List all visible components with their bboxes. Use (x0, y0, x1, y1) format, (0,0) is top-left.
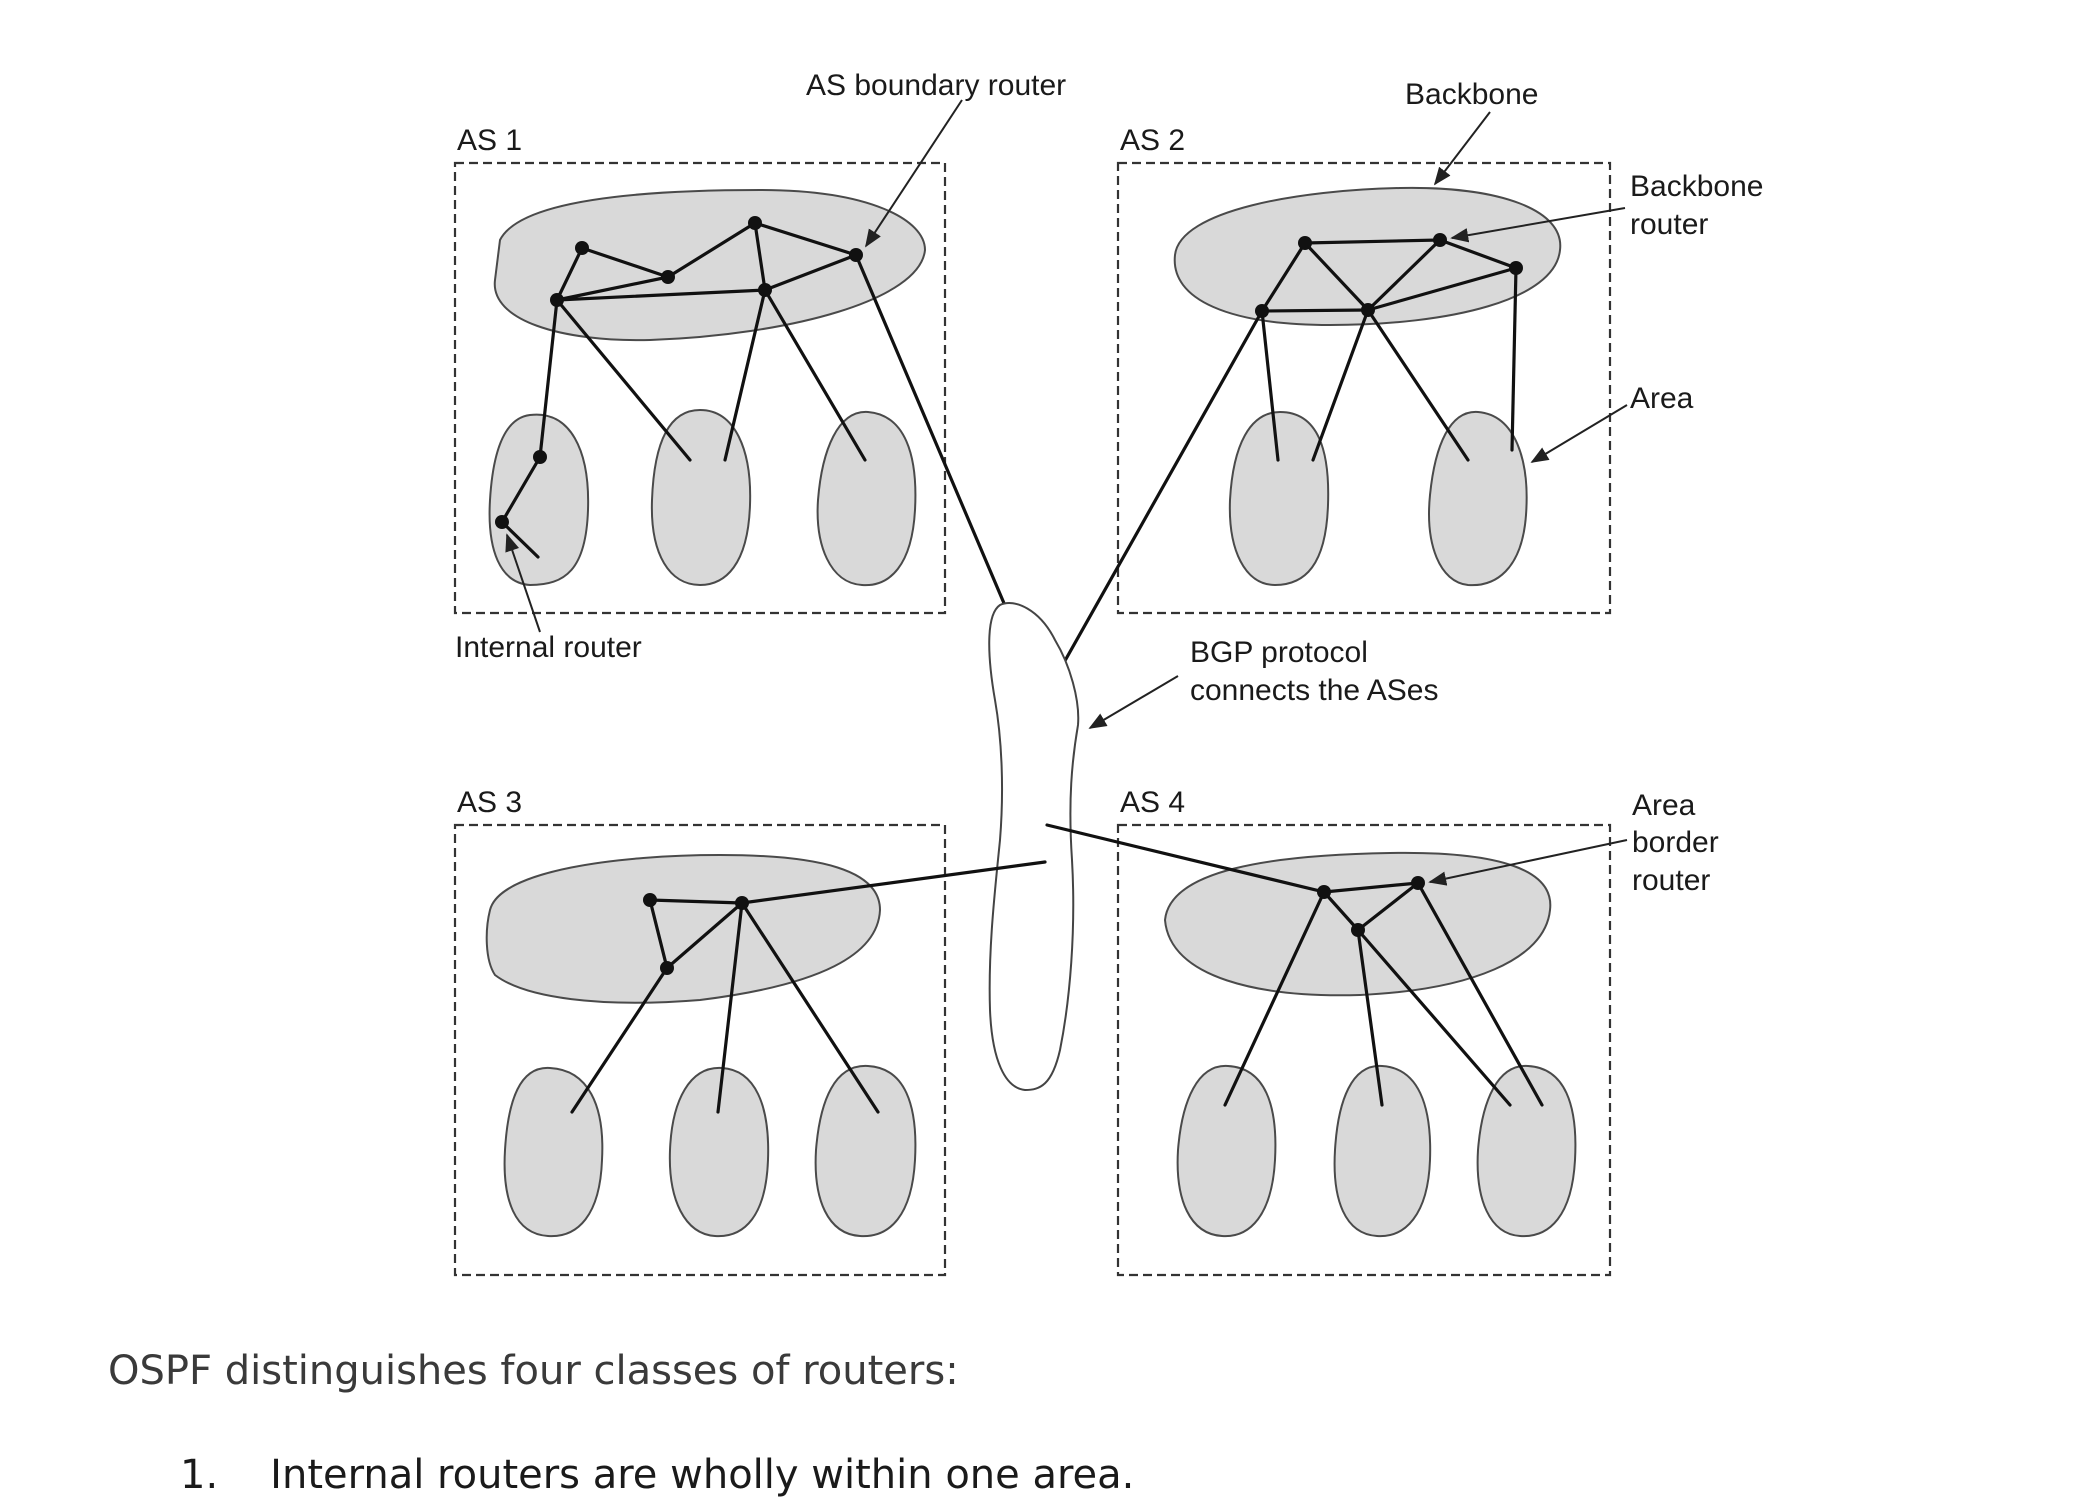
as3-area-1 (503, 1066, 604, 1238)
bgp-pointer (1088, 675, 1179, 729)
internal-router-label: Internal router (455, 631, 642, 664)
as2-routers (1255, 233, 1523, 318)
area-pointer (1530, 404, 1628, 463)
as4-area-2 (1333, 1064, 1432, 1238)
as1-area-1 (488, 413, 590, 587)
router-node (533, 450, 547, 464)
as2-area-1 (1228, 410, 1330, 587)
router-node (1509, 261, 1523, 275)
ospf-as-diagram: AS 1 AS 2 (453, 69, 1763, 1277)
backbone-label: Backbone (1405, 78, 1538, 111)
diagram-labels: AS boundary router Backbone Backbone rou… (455, 69, 1763, 897)
as4-label: AS 4 (1120, 786, 1185, 819)
as2-backbone-area (1173, 186, 1562, 327)
as3-backbone-area (485, 853, 882, 1004)
area-label: Area (1630, 382, 1694, 415)
annotation-arrows (505, 99, 1628, 886)
backbone-pointer (1433, 111, 1491, 186)
backbone-router-pointer (1450, 207, 1626, 243)
as1-group: AS 1 (453, 124, 1025, 650)
list-item-number: 1. (180, 1452, 219, 1498)
as2-area-2 (1428, 410, 1528, 587)
as1-links (500, 221, 1025, 650)
router-node (660, 961, 674, 975)
list-item: 1. Internal routers are wholly within one… (180, 1452, 1134, 1498)
as4-area-3 (1476, 1064, 1577, 1238)
bgp-label-line2: connects the ASes (1190, 674, 1439, 707)
as3-group: AS 3 (453, 786, 1047, 1277)
as2-group: AS 2 (1051, 124, 1612, 684)
as3-links (570, 860, 1047, 1114)
as3-area-2 (668, 1066, 770, 1238)
router-node (748, 216, 762, 230)
as3-label: AS 3 (457, 786, 522, 819)
as1-area-3 (816, 410, 917, 587)
router-node (1361, 303, 1375, 317)
backbone-router-label-line1: Backbone (1630, 170, 1763, 203)
area-border-router-label-line3: router (1632, 864, 1710, 897)
as3-box (453, 823, 947, 1277)
backbone-router-label-line2: router (1630, 208, 1708, 241)
as1-routers (495, 216, 863, 529)
router-node (758, 283, 772, 297)
as1-area-2 (650, 408, 752, 587)
as4-routers (1317, 876, 1425, 937)
as1-box (453, 161, 947, 615)
as4-area-1 (1176, 1064, 1277, 1238)
router-node (1298, 236, 1312, 250)
router-node (1351, 923, 1365, 937)
router-node (495, 515, 509, 529)
router-node (550, 293, 564, 307)
as-boundary-router-label: AS boundary router (806, 69, 1066, 102)
as4-group: AS 4 (1045, 786, 1612, 1277)
list-item-text: Internal routers are wholly within one a… (270, 1452, 1135, 1498)
area-border-router-pointer (1428, 839, 1628, 886)
as4-box (1116, 823, 1612, 1277)
bgp-label-line1: BGP protocol (1190, 636, 1368, 669)
as3-area-3 (814, 1064, 917, 1238)
as1-label: AS 1 (457, 124, 522, 157)
area-border-router-label-line1: Area (1632, 789, 1696, 822)
router-node (1317, 885, 1331, 899)
as2-label: AS 2 (1120, 124, 1185, 157)
router-node (661, 270, 675, 284)
internal-router-pointer (505, 533, 541, 633)
router-node (1411, 876, 1425, 890)
router-node (1255, 304, 1269, 318)
intro-paragraph: OSPF distinguishes four classes of route… (108, 1348, 959, 1394)
router-node (643, 893, 657, 907)
as2-box (1116, 161, 1612, 615)
as3-routers (643, 893, 749, 975)
as2-links (1051, 238, 1518, 684)
router-node (735, 896, 749, 910)
as1-backbone-area (493, 188, 927, 342)
router-node (849, 248, 863, 262)
bgp-connector-shape (988, 602, 1080, 1092)
as4-links (1045, 823, 1544, 1107)
as-boundary-router-pointer (865, 99, 963, 248)
router-node (575, 241, 589, 255)
area-border-router-label-line2: border (1632, 826, 1719, 859)
router-node (1433, 233, 1447, 247)
